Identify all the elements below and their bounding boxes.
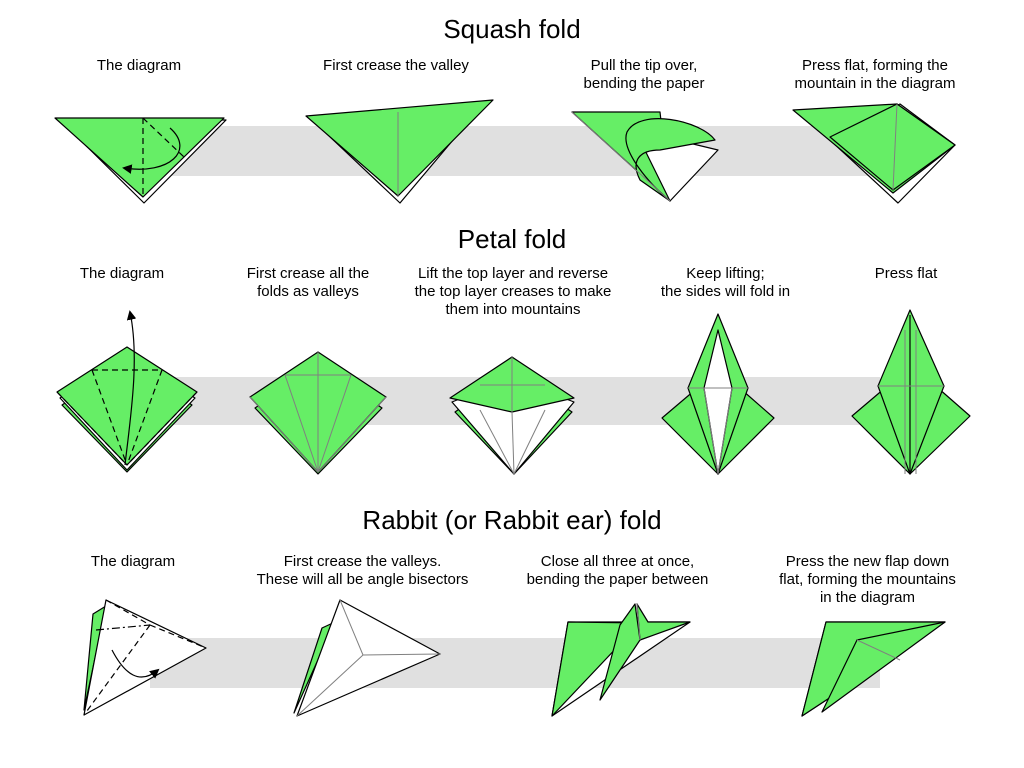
petal-fold-title: Petal fold bbox=[457, 224, 567, 254]
squash-step-4-figure bbox=[792, 103, 956, 204]
rabbit-band bbox=[150, 638, 880, 688]
squash-band bbox=[150, 126, 880, 176]
rabbit-step-3-figure bbox=[551, 603, 691, 717]
squash-fold-title: Squash fold bbox=[443, 14, 581, 44]
petal-step-4-figure bbox=[661, 313, 775, 475]
petal-step-3-caption: Lift the top layer and reverse the top l… bbox=[414, 265, 612, 318]
petal-step-1-caption: The diagram bbox=[79, 265, 165, 282]
squash-step-1-figure bbox=[54, 117, 227, 204]
squash-step-4-caption: Press flat, forming the mountain in the … bbox=[794, 57, 956, 92]
petal-step-5-caption: Press flat bbox=[874, 265, 938, 282]
petal-step-2-caption: First crease all the folds as valleys bbox=[246, 265, 370, 300]
squash-step-3-caption: Pull the tip over, bending the paper bbox=[583, 57, 705, 92]
squash-step-2-caption: First crease the valley bbox=[323, 57, 469, 74]
petal-step-1-figure bbox=[56, 310, 198, 473]
squash-step-3-figure bbox=[571, 111, 719, 202]
rabbit-step-1-figure bbox=[83, 599, 207, 716]
petal-step-4-caption: Keep lifting; the sides will fold in bbox=[660, 265, 791, 300]
rabbit-step-2-figure bbox=[293, 599, 441, 717]
squash-step-2-figure bbox=[305, 99, 494, 204]
rabbit-step-3-caption: Close all three at once, bending the pap… bbox=[526, 553, 709, 588]
petal-step-2-figure bbox=[249, 351, 387, 475]
rabbit-step-4-figure bbox=[801, 621, 946, 717]
rabbit-fold-title: Rabbit (or Rabbit ear) fold bbox=[362, 505, 662, 535]
petal-step-3-figure bbox=[449, 356, 575, 475]
squash-step-1-caption: The diagram bbox=[96, 57, 182, 74]
rabbit-step-2-caption: First crease the valleys. These will all… bbox=[256, 553, 469, 588]
rabbit-step-4-caption: Press the new flap down flat, forming th… bbox=[779, 553, 956, 606]
rabbit-step-1-caption: The diagram bbox=[90, 553, 176, 570]
petal-step-5-figure bbox=[851, 309, 971, 475]
